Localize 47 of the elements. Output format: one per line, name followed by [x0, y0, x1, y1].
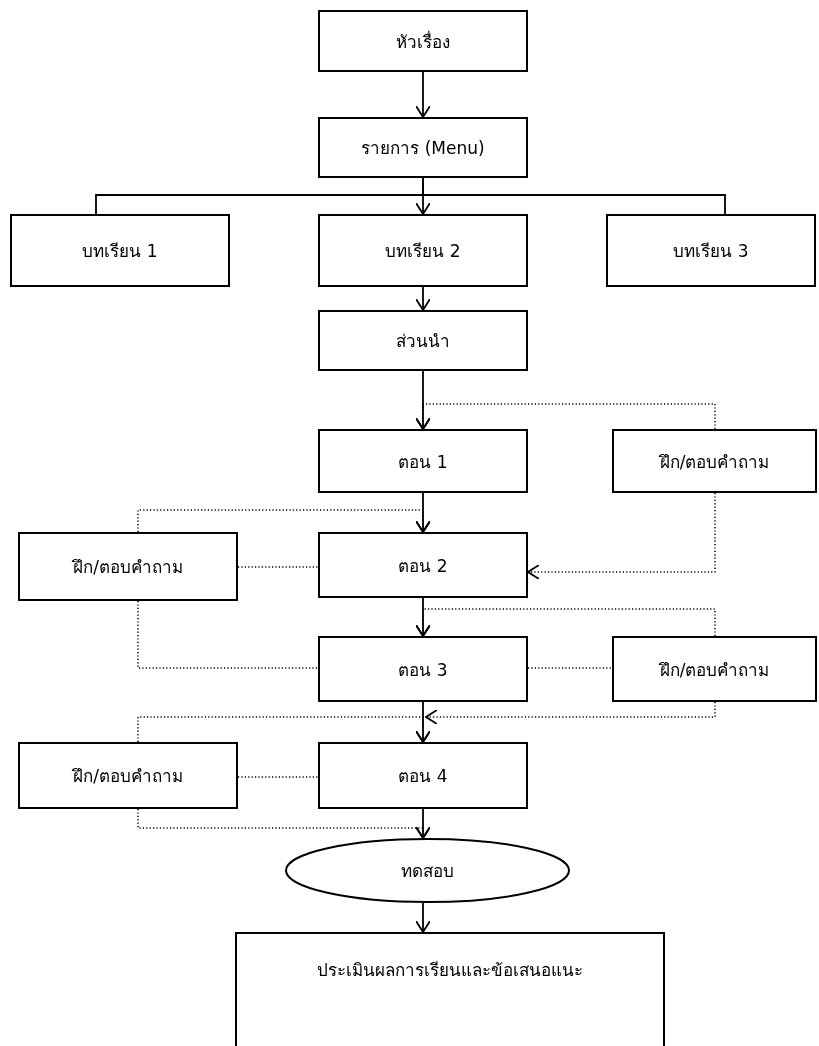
node-label: ฝึก/ตอบคำถาม [659, 450, 770, 474]
process-box [318, 742, 528, 809]
arrow [415, 403, 716, 430]
arrow [137, 716, 431, 743]
process-box [612, 429, 817, 493]
node-label: ตอน 1 [398, 450, 448, 474]
terminal-ellipse [285, 838, 570, 903]
process-box [18, 742, 238, 809]
node-label: ตอน 2 [398, 554, 448, 578]
process-box [10, 214, 230, 287]
node-label: บทเรียน 2 [385, 240, 461, 263]
node-label: ฝึก/ตอบคำถาม [659, 658, 770, 682]
node-label: ฝึก/ตอบคำถาม [73, 765, 183, 788]
arrow [415, 71, 431, 118]
arrow [415, 608, 716, 637]
arrow [425, 701, 716, 725]
node-label: ส่วนนำ [396, 330, 450, 353]
node-label: ตอน 3 [398, 658, 448, 682]
connector-line [422, 177, 726, 215]
connector-line [137, 600, 319, 669]
node-label: รายการ (Menu) [361, 137, 485, 160]
node-label: ตอน 4 [398, 765, 448, 788]
arrow [527, 492, 716, 580]
arrow [137, 509, 431, 533]
process-box [318, 214, 528, 287]
arrow [415, 286, 431, 311]
arrow [415, 808, 431, 839]
connector-line [237, 776, 319, 778]
process-box [318, 429, 528, 493]
arrow [415, 902, 431, 933]
process-box [318, 310, 528, 371]
connector-line [527, 667, 613, 669]
process-box [612, 636, 817, 702]
process-box [318, 532, 528, 598]
process-box [318, 10, 528, 72]
connector-line [237, 566, 319, 568]
process-box [18, 532, 238, 601]
node-label: ทดสอบ [401, 860, 454, 883]
process-box [606, 214, 816, 287]
process-box [235, 932, 665, 1046]
node-label: บทเรียน 1 [82, 240, 158, 263]
node-label: หัวเรื่อง [396, 29, 450, 54]
node-label: บทเรียน 3 [673, 240, 749, 263]
node-label: ประเมินผลการเรียนและข้อเสนอแนะ [317, 959, 583, 982]
process-box [318, 117, 528, 178]
process-box [318, 636, 528, 702]
node-label: ฝึก/ตอบคำถาม [73, 556, 183, 579]
